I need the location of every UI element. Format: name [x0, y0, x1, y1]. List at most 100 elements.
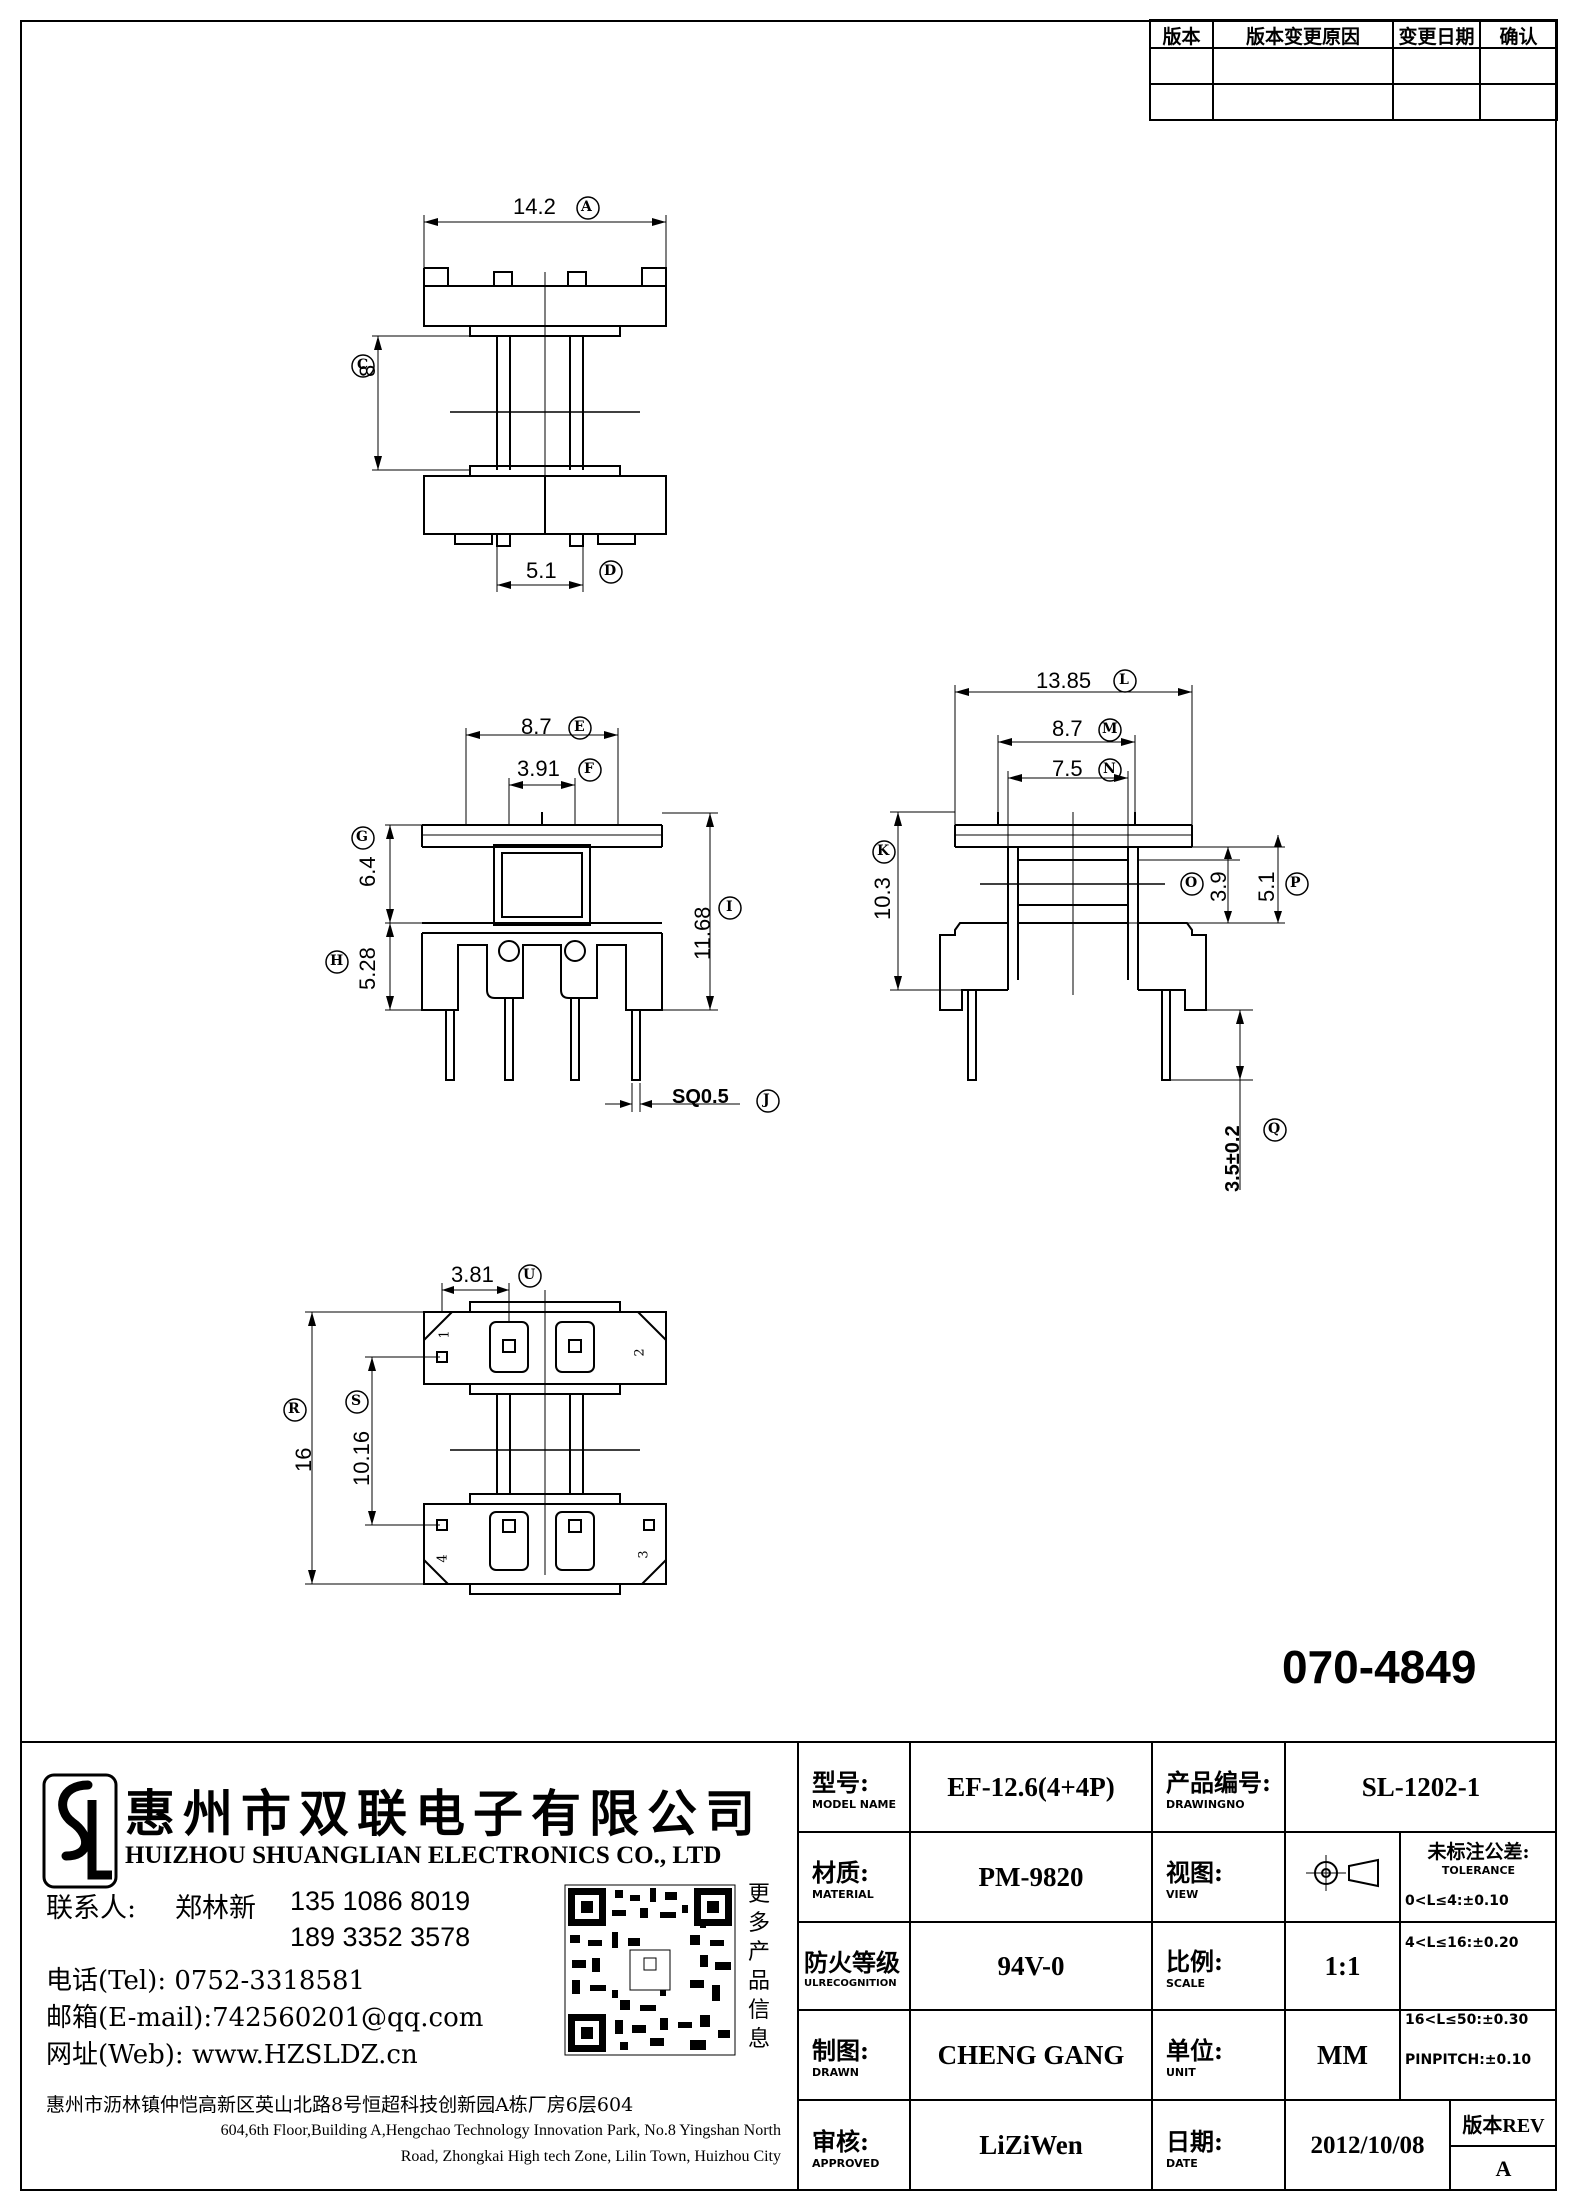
fire-rating-label: 防火等级 ULRECOGNITION: [798, 1922, 910, 2010]
approved-label-en: APPROVED: [812, 2156, 880, 2170]
dim-l-value: 13.85: [1036, 668, 1092, 693]
drawn-label-cn: 制图:: [812, 2036, 869, 2065]
dim-a-value: 14.2: [513, 194, 556, 219]
contact-label: 联系人:: [46, 1893, 137, 1924]
approved-label-cn: 审核:: [812, 2126, 869, 2156]
date-label-cn: 日期:: [1166, 2126, 1223, 2156]
address-cn: 惠州市沥林镇仲恺高新区英山北路8号恒超科技创新园A栋厂房6层604: [46, 2094, 634, 2116]
dim-p-value: 5.1: [1254, 871, 1279, 902]
scale-label: 比例: SCALE: [1152, 1922, 1285, 2010]
drawn-value: CHENG GANG: [937, 2039, 1125, 2070]
rev-header-version: 版本: [1162, 26, 1201, 48]
top-view: [372, 215, 667, 592]
rev-label: 版本REV: [1462, 2114, 1545, 2137]
marker-f: F: [584, 761, 594, 777]
drawing-no-value: SL-1202-1: [1361, 1771, 1481, 1802]
date-label: 日期: DATE: [1152, 2100, 1285, 2191]
material-label-cn: 材质:: [812, 1858, 869, 1887]
dim-f-value: 3.91: [517, 756, 560, 781]
scale-label-cn: 比例:: [1166, 1947, 1223, 1976]
dim-e-value: 8.7: [521, 714, 552, 739]
dim-q-value: 3.5±0.2: [1222, 1125, 1244, 1192]
marker-l: L: [1119, 672, 1129, 688]
scale-label-en: SCALE: [1166, 1977, 1206, 1990]
tolerance-row-3: 16<L≤50:±0.30: [1405, 2012, 1529, 2028]
marker-u: U: [523, 1267, 536, 1283]
dim-h-value: 5.28: [355, 947, 380, 990]
dim-o-value: 3.9: [1206, 871, 1231, 902]
marker-i: I: [726, 899, 733, 915]
model-value: EF-12.6(4+4P): [947, 1771, 1115, 1802]
scale-value: 1:1: [1324, 1950, 1361, 1981]
drawing-no-label-en: DRAWINGNO: [1166, 1798, 1245, 1811]
drawing-no-label: 产品编号: DRAWINGNO: [1152, 1742, 1285, 1832]
dim-j-value: SQ0.5: [672, 1086, 729, 1108]
dimension-markers: [283, 196, 1309, 1422]
unit-label: 单位: UNIT: [1152, 2010, 1285, 2100]
marker-a: A: [581, 199, 592, 215]
contact-phone-2: 189 3352 3578: [290, 1922, 471, 1952]
date-label-en: DATE: [1166, 2156, 1198, 2170]
view-label-en: VIEW: [1166, 1888, 1199, 1901]
marker-c: C: [357, 357, 369, 373]
marker-d: D: [604, 563, 617, 579]
qr-caption-char: 品: [748, 1969, 771, 1994]
revision-table-grid: [1149, 19, 1558, 121]
tolerance-label: 未标注公差: TOLERANCE: [1400, 1832, 1557, 1882]
date-value: 2012/10/08: [1310, 2131, 1425, 2159]
dim-g-value: 6.4: [355, 856, 380, 887]
title-block-grid: [20, 1741, 1557, 2191]
dim-r-value: 16: [291, 1447, 316, 1472]
drawn-label-en: DRAWN: [812, 2066, 859, 2079]
tolerance-row-1: 0<L≤4:±0.10: [1405, 1893, 1509, 1909]
marker-j: J: [763, 1092, 770, 1108]
qr-caption-char: 息: [748, 2027, 771, 2052]
side-view: [890, 685, 1285, 1190]
fire-rating-label-cn: 防火等级: [804, 1948, 900, 1977]
rev-value: A: [1495, 2155, 1512, 2181]
qr-caption-char: 更: [748, 1882, 771, 1907]
qr-caption-char: 多: [748, 1911, 771, 1936]
tolerance-label-cn: 未标注公差:: [1427, 1841, 1530, 1863]
model-label-cn: 型号:: [812, 1768, 869, 1797]
marker-e: E: [574, 719, 585, 735]
pin-number-2: 2: [632, 1348, 648, 1357]
model-label: 型号: MODEL NAME: [798, 1742, 910, 1832]
dim-m-value: 8.7: [1052, 716, 1083, 741]
rev-header-date: 变更日期: [1398, 26, 1475, 48]
qr-caption-char: 信: [748, 1998, 771, 2023]
marker-q: Q: [1268, 1121, 1281, 1137]
company-tel: 电话(Tel): 0752-3318581: [46, 1966, 366, 1996]
rev-header-confirm: 确认: [1499, 26, 1538, 48]
company-logo: [42, 1773, 118, 1889]
front-view: [385, 728, 740, 1112]
dim-d-value: 5.1: [526, 558, 557, 583]
tolerance-row-2: 4<L≤16:±0.20: [1405, 1935, 1519, 1951]
dim-n-value: 7.5: [1052, 756, 1083, 781]
qr-caption-char: 产: [748, 1940, 771, 1965]
fire-rating-value: 94V-0: [997, 1950, 1065, 1981]
fire-rating-label-en: ULRECOGNITION: [804, 1978, 897, 1989]
company-email: 邮箱(E-mail):742560201@qq.com: [46, 2003, 484, 2033]
company-name-en: HUIZHOU SHUANGLIAN ELECTRONICS CO., LTD: [125, 1842, 722, 1869]
material-label-en: MATERIAL: [812, 1888, 874, 1901]
pin-number-4: 4: [435, 1554, 451, 1563]
dim-s-value: 10.16: [349, 1430, 374, 1486]
material-label: 材质: MATERIAL: [798, 1832, 910, 1922]
pin-number-3: 3: [636, 1550, 652, 1559]
material-value: PM-9820: [978, 1861, 1084, 1892]
approved-value: LiZiWen: [979, 2130, 1083, 2160]
dim-i-value: 11.68: [690, 906, 715, 960]
drawing-frame: [20, 20, 1557, 2191]
marker-p: P: [1290, 875, 1301, 891]
view-label: 视图: VIEW: [1152, 1832, 1285, 1922]
marker-k: K: [877, 843, 890, 859]
dim-k-value: 10.3: [870, 877, 895, 920]
rev-header-reason: 版本变更原因: [1245, 26, 1360, 48]
model-label-en: MODEL NAME: [812, 1798, 896, 1811]
marker-o: O: [1185, 875, 1198, 891]
address-en-1: 604,6th Floor,Building A,Hengchao Techno…: [220, 2122, 781, 2139]
drawn-label: 制图: DRAWN: [798, 2010, 910, 2100]
company-web: 网址(Web): www.HZSLDZ.cn: [46, 2040, 418, 2070]
